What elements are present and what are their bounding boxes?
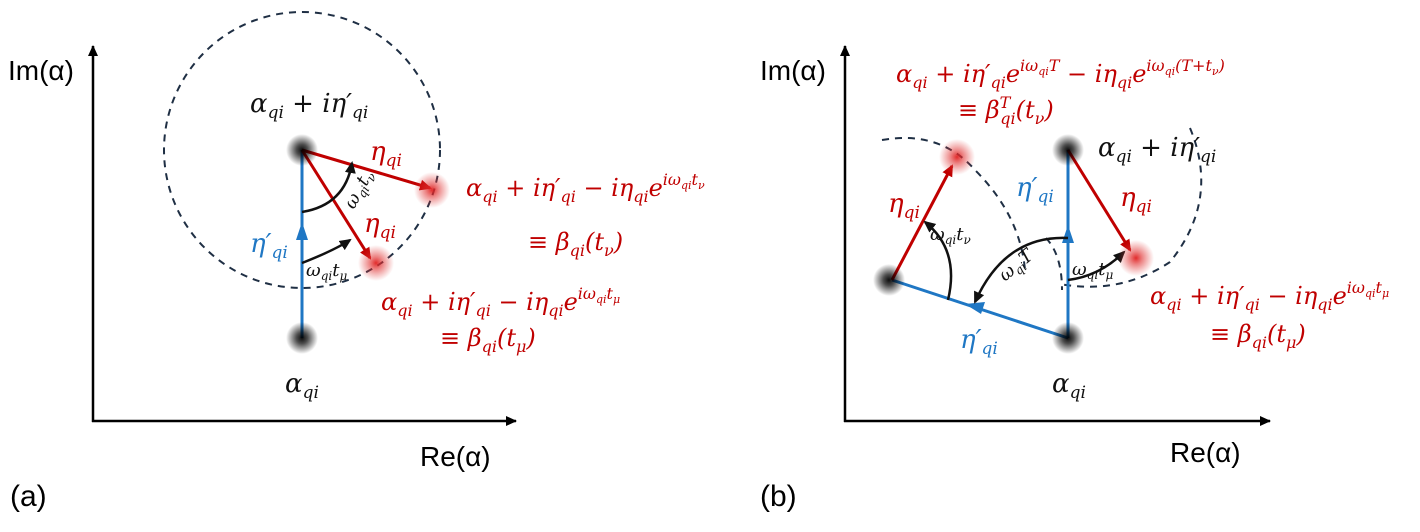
eta-arrow-right-b <box>1066 149 1132 252</box>
angle-label-tnu-a: ωqitν <box>340 167 379 214</box>
point-rotated-b <box>873 264 905 296</box>
eta-prime-label-a: η′qi <box>250 229 288 263</box>
point-beta-mu-b <box>1118 240 1154 276</box>
angle-arc-tnu-b <box>923 220 953 301</box>
eta-prime-arrowhead-a <box>296 222 308 240</box>
panel-label-a: (a) <box>10 480 47 513</box>
eta-left-label-b: ηqi <box>888 189 920 223</box>
beta-nu-formula-a: αqi + iη′qi − iηqieiωqitν <box>466 170 705 206</box>
beta-T-formula-b: αqi + iη′qieiωqiT − iηqieiωqi(T+tν) <box>896 56 1225 92</box>
eta-arrow-tmu-a <box>300 149 372 260</box>
y-axis-label-b: Im(α) <box>760 55 826 86</box>
dashed-arc-middle-b <box>1045 237 1063 291</box>
point-top-b <box>1052 134 1084 166</box>
point-top-a <box>286 134 318 166</box>
point-beta-T-b <box>939 139 975 175</box>
top-point-label-b: αqi + iη′qi <box>1098 133 1216 167</box>
angle-arc-tnu-a <box>301 161 356 214</box>
dashed-arc-right-b <box>1059 127 1203 288</box>
beta-mu-equiv-a: ≡ βqi(tμ) <box>440 324 536 356</box>
eta-arrow-tnu-a <box>301 148 432 191</box>
angle-label-tnu-b: ωqitν <box>930 224 971 247</box>
eta-label-lower-a: ηqi <box>364 209 396 243</box>
alpha-label-b: αqi <box>1052 369 1086 403</box>
beta-mu-formula-a: αqi + iη′qi − iηqieiωqitμ <box>381 284 620 320</box>
angle-arc-T-b <box>973 236 1069 304</box>
beta-mu-formula-b: αqi + iη′qi − iηqieiωqitμ <box>1150 278 1389 314</box>
angle-label-T-b: ωqiT <box>995 244 1041 287</box>
eta-right-label-b: ηqi <box>1120 183 1152 217</box>
panel-a: Im(α) Re(α) αqi αqi + iη′qi η′qi ηqi ηqi… <box>8 11 705 513</box>
beta-nu-equiv-a: ≡ βqi(tν) <box>528 228 623 260</box>
point-alpha-b <box>1052 322 1084 354</box>
point-beta-mu-a <box>358 245 394 281</box>
top-point-label-a: αqi + iη′qi <box>250 89 368 123</box>
angle-label-tmu-a: ωqitμ <box>306 260 347 283</box>
eta-prime-vertical-label-b: η′qi <box>1016 173 1054 207</box>
alpha-label-a: αqi <box>285 369 319 403</box>
dashed-arc-left-b <box>881 137 1026 271</box>
angle-arc-tmu-a <box>301 238 352 265</box>
eta-prime-rotated-label-b: η′qi <box>960 325 998 359</box>
eta-arrow-left-b <box>890 164 954 281</box>
point-alpha-a <box>286 322 318 354</box>
y-axis-label-a: Im(α) <box>8 55 74 86</box>
x-axis-label-b: Re(α) <box>1170 437 1241 468</box>
beta-mu-equiv-b: ≡ βqi(tμ) <box>1210 320 1306 352</box>
dashed-circle-a <box>163 11 441 289</box>
x-axis-label-a: Re(α) <box>420 441 491 472</box>
panel-b: Im(α) Re(α) αqi αqi + iη′qi η′qi η′qi ηq… <box>760 45 1389 513</box>
angle-label-tmu-b: ωqitμ <box>1072 259 1113 282</box>
panel-label-b: (b) <box>760 480 797 513</box>
eta-prime-vertical-arrowhead-b <box>1062 225 1074 243</box>
eta-prime-rotated-arrowhead-b <box>965 302 985 314</box>
eta-label-upper-a: ηqi <box>370 137 402 171</box>
point-beta-nu-a <box>414 172 450 208</box>
